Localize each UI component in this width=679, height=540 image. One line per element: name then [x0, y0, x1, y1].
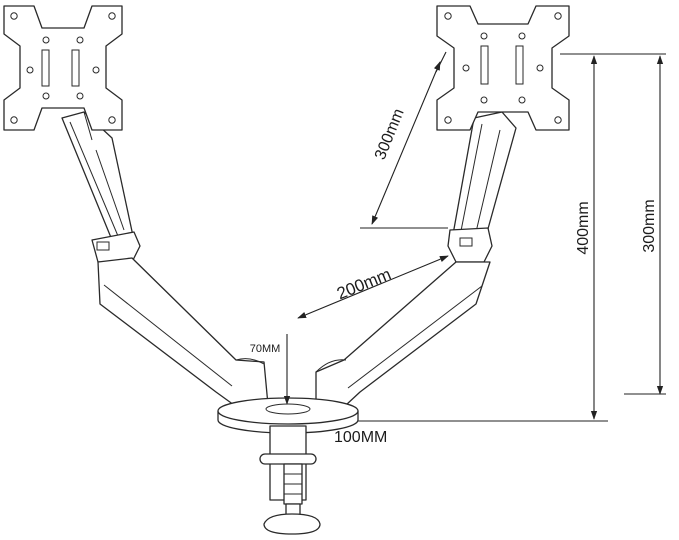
dim-label-total-height: 400mm	[575, 201, 592, 254]
dim-label-arm-length: 200mm	[334, 264, 394, 303]
dimension-lines	[283, 51, 666, 422]
dim-label-arm-height: 300mm	[641, 199, 658, 252]
c-clamp	[259, 425, 321, 535]
desk-mount-base	[217, 397, 359, 434]
dim-label-vesa-height: 300mm	[372, 106, 408, 162]
right-monitor-arm	[315, 111, 517, 406]
right-vesa-plate	[436, 5, 570, 131]
left-vesa-plate	[3, 5, 123, 131]
dim-label-pole-offset: 70MM	[250, 343, 281, 355]
left-monitor-arm	[61, 111, 269, 406]
dim-label-base-diameter: 100MM	[334, 429, 387, 446]
